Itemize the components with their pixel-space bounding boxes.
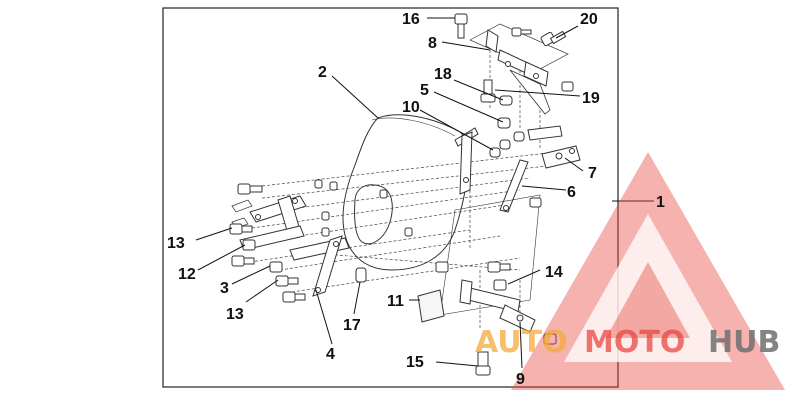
bolt-3b [269, 261, 283, 273]
bolt-14b [487, 261, 511, 273]
bolt-20 [540, 30, 567, 47]
callout-2: 2 [318, 64, 327, 81]
collar-18 [499, 95, 513, 106]
nut-9 [543, 333, 557, 345]
bolt-19 [480, 79, 496, 103]
diagram-frame [162, 7, 619, 388]
collar-w4 [321, 227, 330, 237]
bolt-14c [493, 279, 507, 291]
callout-6: 6 [567, 184, 576, 201]
callout-1: 1 [656, 194, 665, 211]
nut-6 [529, 197, 542, 208]
bolt-14a [435, 261, 449, 273]
bolt-3a [231, 255, 255, 267]
collar-w2 [329, 181, 338, 191]
callout-14: 14 [545, 264, 563, 281]
bolt-15 [475, 351, 491, 376]
nut-19b [561, 81, 574, 92]
callout-4: 4 [326, 346, 335, 363]
bolt-13b [229, 223, 253, 235]
watermark-text-moto: MOTO [584, 325, 685, 360]
bolt-13a [237, 183, 263, 195]
left-bracket-assembly [231, 195, 350, 297]
collar-5b [513, 131, 525, 142]
watermark-triangle-core [606, 262, 690, 338]
callout-18: 18 [434, 66, 452, 83]
watermark-triangle-inner [564, 214, 732, 362]
callout-7: 7 [588, 165, 597, 182]
bolt-16 [454, 13, 468, 39]
collar-w1 [314, 179, 323, 189]
callout-13-bottom: 13 [226, 306, 244, 323]
bolt-12 [242, 239, 256, 251]
fasteners [229, 13, 574, 376]
callout-9: 9 [516, 371, 525, 388]
callout-13-top: 13 [167, 235, 185, 252]
callout-12: 12 [178, 266, 196, 283]
callout-10: 10 [402, 99, 420, 116]
bolt-13c [275, 275, 299, 287]
bolt-8-mount [511, 27, 532, 37]
label-card [417, 289, 445, 323]
collar-17 [355, 267, 367, 283]
callout-3: 3 [220, 280, 229, 297]
watermark: AUTO MOTO HUB [475, 152, 785, 390]
collar-10b [499, 139, 511, 150]
collar-w5 [379, 189, 388, 199]
callout-19: 19 [582, 90, 600, 107]
bolt-13d [282, 291, 306, 303]
callout-labels: 16 8 20 2 18 5 19 10 7 6 1 13 12 14 3 11… [167, 11, 665, 388]
callout-8: 8 [428, 35, 437, 52]
callout-20: 20 [580, 11, 598, 28]
callout-5: 5 [420, 82, 429, 99]
watermark-text-auto: AUTO [475, 325, 568, 360]
right-bracket-assembly [454, 125, 581, 213]
callout-17: 17 [343, 317, 361, 334]
watermark-text-hub: HUB [708, 325, 780, 360]
collar-w6 [404, 227, 413, 237]
leader-lines [195, 17, 654, 369]
callout-15: 15 [406, 354, 424, 371]
callout-11: 11 [387, 293, 404, 310]
collar-5a [497, 117, 511, 129]
callout-16: 16 [402, 11, 420, 28]
lower-panel [439, 194, 541, 333]
collar-w3 [321, 211, 330, 221]
